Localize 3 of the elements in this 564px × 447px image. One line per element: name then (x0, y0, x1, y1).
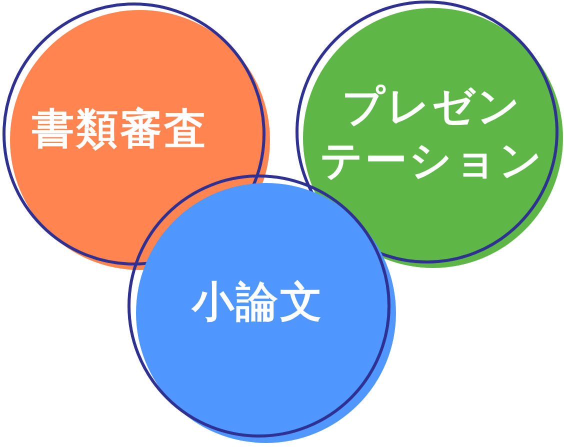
label: プレゼンテーション (319, 80, 545, 186)
label: 小論文 (190, 276, 325, 328)
label: 書類審査 (31, 103, 209, 156)
